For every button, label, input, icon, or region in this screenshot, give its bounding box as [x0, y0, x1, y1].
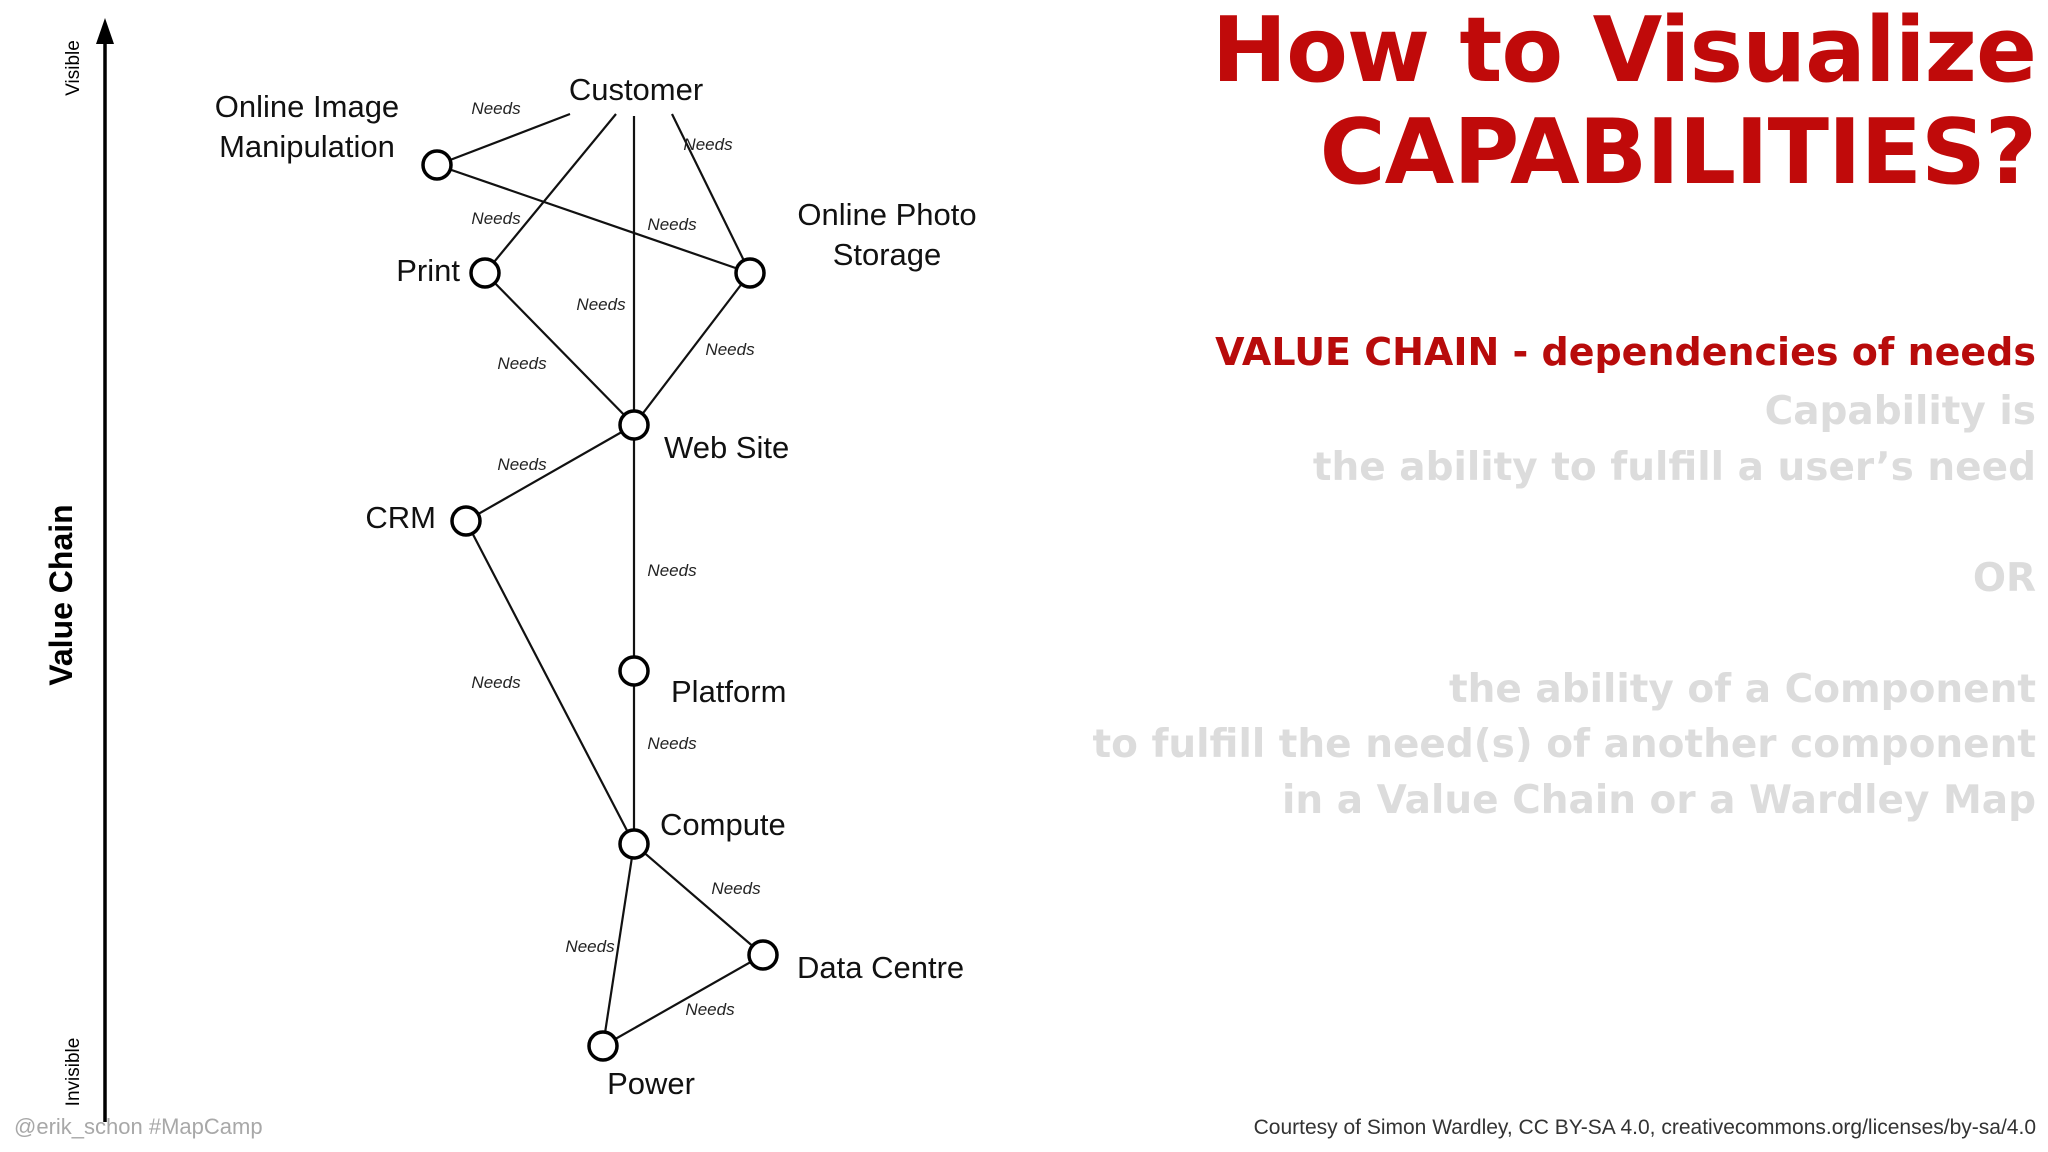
edge-label: Needs [497, 354, 547, 373]
node-label-data-centre: Data Centre [797, 950, 964, 985]
definition-line [1092, 495, 2036, 551]
node-label-compute: Compute [660, 807, 786, 842]
edge-label: Needs [683, 135, 733, 154]
axis-label: Value Chain [43, 504, 79, 685]
edge-label: Needs [647, 734, 697, 753]
edge-label: Needs [565, 937, 615, 956]
definition-text: Capability is the ability to fulfill a u… [1092, 384, 2036, 828]
node-label-photo-storage: Online Photo [797, 197, 976, 232]
edge-label: Needs [471, 99, 521, 118]
edge-label: Needs [647, 561, 697, 580]
node-platform-icon [618, 655, 650, 687]
node-web-site-icon [618, 409, 650, 441]
edge-label: Needs [471, 209, 521, 228]
edge-label: Needs [576, 295, 626, 314]
definition-line: the ability of a Component [1448, 666, 2036, 712]
node-compute-icon [618, 828, 650, 860]
node-label-platform: Platform [671, 674, 786, 709]
node-label-power: Power [607, 1066, 695, 1101]
edge-label: Needs [647, 215, 697, 234]
edge-label: Needs [471, 673, 521, 692]
node-online-image-icon [421, 149, 453, 181]
edge-customer-online_image [436, 112, 571, 167]
node-label-print: Print [396, 253, 460, 288]
node-label-photo-storage: Storage [833, 237, 942, 272]
edge-label: Needs [685, 1000, 735, 1019]
node-print-icon [469, 257, 501, 289]
slide-subtitle: VALUE CHAIN - dependencies of needs [1215, 330, 2036, 374]
node-crm-icon [450, 505, 482, 537]
node-label-online-image: Online Image [215, 89, 399, 124]
value-chain-diagram: Value ChainVisibleInvisibleNeedsNeedsNee… [43, 18, 977, 1122]
node-label-crm: CRM [365, 500, 436, 535]
edge-customer-print [484, 113, 617, 274]
edge-data_centre-power [602, 954, 764, 1047]
edge-label: Needs [711, 879, 761, 898]
axis-bottom-label: Invisible [63, 1038, 84, 1107]
credit-line: Courtesy of Simon Wardley, CC BY-SA 4.0,… [1253, 1116, 2036, 1139]
definition-line: to fulfill the need(s) of another compon… [1092, 722, 2036, 767]
edge-web_site-crm [465, 424, 635, 522]
slide-title: How to Visualize CAPABILITIES? [1211, 0, 2037, 205]
edge-label: Needs [705, 340, 755, 359]
edge-photo_storage-web_site [633, 272, 751, 426]
author-handle: @erik_schon #MapCamp [14, 1114, 263, 1139]
edge-crm-compute [465, 520, 635, 845]
axis-top-label: Visible [63, 40, 84, 96]
definition-line: the ability to fulfill a user’s need [1312, 444, 2036, 490]
definition-line [1092, 606, 2036, 662]
node-data-centre-icon [747, 939, 779, 971]
title-line-2: CAPABILITIES? [1319, 100, 2037, 205]
axis-arrow-icon [96, 18, 114, 44]
or-separator: OR [1972, 555, 2036, 601]
node-label-web-site: Web Site [664, 430, 789, 465]
node-power-icon [587, 1030, 619, 1062]
edge-online_image-photo_storage [436, 163, 751, 275]
edge-compute-data_centre [633, 843, 764, 956]
edge-label: Needs [497, 455, 547, 474]
node-label-customer: Customer [569, 72, 703, 107]
edge-customer-photo_storage [671, 113, 751, 274]
definition-line: Capability is [1764, 389, 2036, 434]
title-line-1: How to Visualize [1211, 0, 2037, 103]
edge-print-web_site [484, 272, 635, 426]
node-photo-storage-icon [734, 257, 766, 289]
edge-compute-power [601, 843, 636, 1047]
node-label-online-image: Manipulation [219, 129, 395, 164]
definition-line: in a Value Chain or a Wardley Map [1281, 777, 2036, 823]
